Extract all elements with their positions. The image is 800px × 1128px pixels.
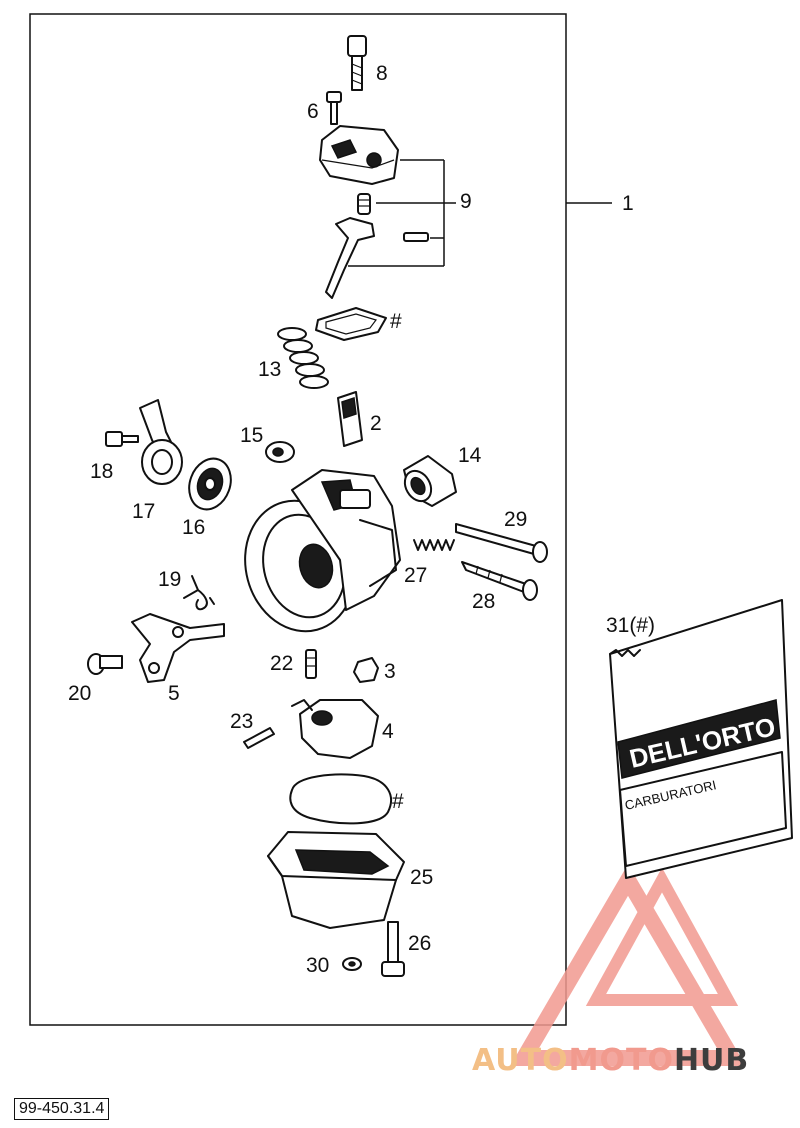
part-17-choke-lever: [139, 399, 183, 485]
callout-13: 13: [258, 358, 281, 381]
callout-16: 16: [182, 516, 205, 539]
callout-5: 5: [168, 682, 180, 705]
callout-18: 18: [90, 460, 113, 483]
callout-4: 4: [382, 720, 394, 743]
part-16-disc: [188, 457, 232, 511]
part-8-bolt: [347, 35, 367, 91]
part-14-filter: [403, 455, 457, 507]
part-28-needle: [461, 561, 538, 601]
callout-28: 28: [472, 590, 495, 613]
part-23-pin: [243, 727, 275, 749]
watermark-part-1: AUTO: [472, 1043, 569, 1078]
gasket-bowl: [289, 773, 392, 825]
callout-17: 17: [132, 500, 155, 523]
callout-30: 30: [306, 954, 329, 977]
part-9-spring: [357, 193, 371, 215]
callout-15: 15: [240, 424, 263, 447]
part-9-pin: [403, 232, 429, 242]
callout-2: 2: [370, 412, 382, 435]
part-27-spring: [413, 539, 455, 551]
callout-hash-top: #: [390, 310, 402, 333]
part-25-bowl: [267, 831, 405, 929]
callout-8: 8: [376, 62, 388, 85]
callout-3: 3: [384, 660, 396, 683]
callout-31: 31(#): [606, 614, 655, 637]
callout-19: 19: [158, 568, 181, 591]
watermark-part-2: MOTO: [568, 1043, 674, 1078]
callout-9: 9: [460, 190, 472, 213]
callout-6: 6: [307, 100, 319, 123]
document-code: 99-450.31.4: [14, 1098, 110, 1120]
part-22-jet: [305, 649, 317, 679]
callout-1: 1: [622, 192, 634, 215]
part-26-screw: [381, 921, 405, 977]
part-9-lever: [325, 217, 375, 299]
callout-26: 26: [408, 932, 431, 955]
callout-hash-mid: #: [392, 790, 404, 813]
part-20-screw: [87, 653, 123, 675]
part-30-washer: [342, 957, 362, 971]
callout-25: 25: [410, 866, 433, 889]
watermark-logo-icon: [510, 864, 746, 1066]
part-2-slide: [337, 391, 363, 447]
watermark-part-3: HUB: [673, 1043, 750, 1078]
gasket-top: [315, 307, 387, 341]
part-15-cap: [265, 441, 295, 463]
kit-bag-31: DELL'ORTO CARBURATORI: [609, 599, 793, 879]
assembly-frame: [29, 13, 567, 1026]
callout-14: 14: [458, 444, 482, 467]
watermark-brand-text: AUTOMOTOHUB: [472, 1043, 792, 1079]
callout-29: 29: [504, 508, 527, 531]
callout-22: 22: [270, 652, 293, 675]
part-main-body: [244, 469, 401, 633]
part-cover-top: [319, 125, 399, 185]
part-29-screw: [455, 523, 548, 563]
part-19-spring: [183, 575, 215, 611]
part-13-spring: [277, 327, 329, 389]
part-3-nut: [353, 657, 379, 683]
callout-20: 20: [68, 682, 91, 705]
callout-27: 27: [404, 564, 427, 587]
part-5-lever-plate: [131, 613, 225, 683]
part-18-screw: [105, 431, 139, 447]
bracket-9: [348, 159, 456, 267]
part-4-float: [291, 699, 379, 759]
callout-23: 23: [230, 710, 253, 733]
part-6-screw: [326, 91, 342, 125]
